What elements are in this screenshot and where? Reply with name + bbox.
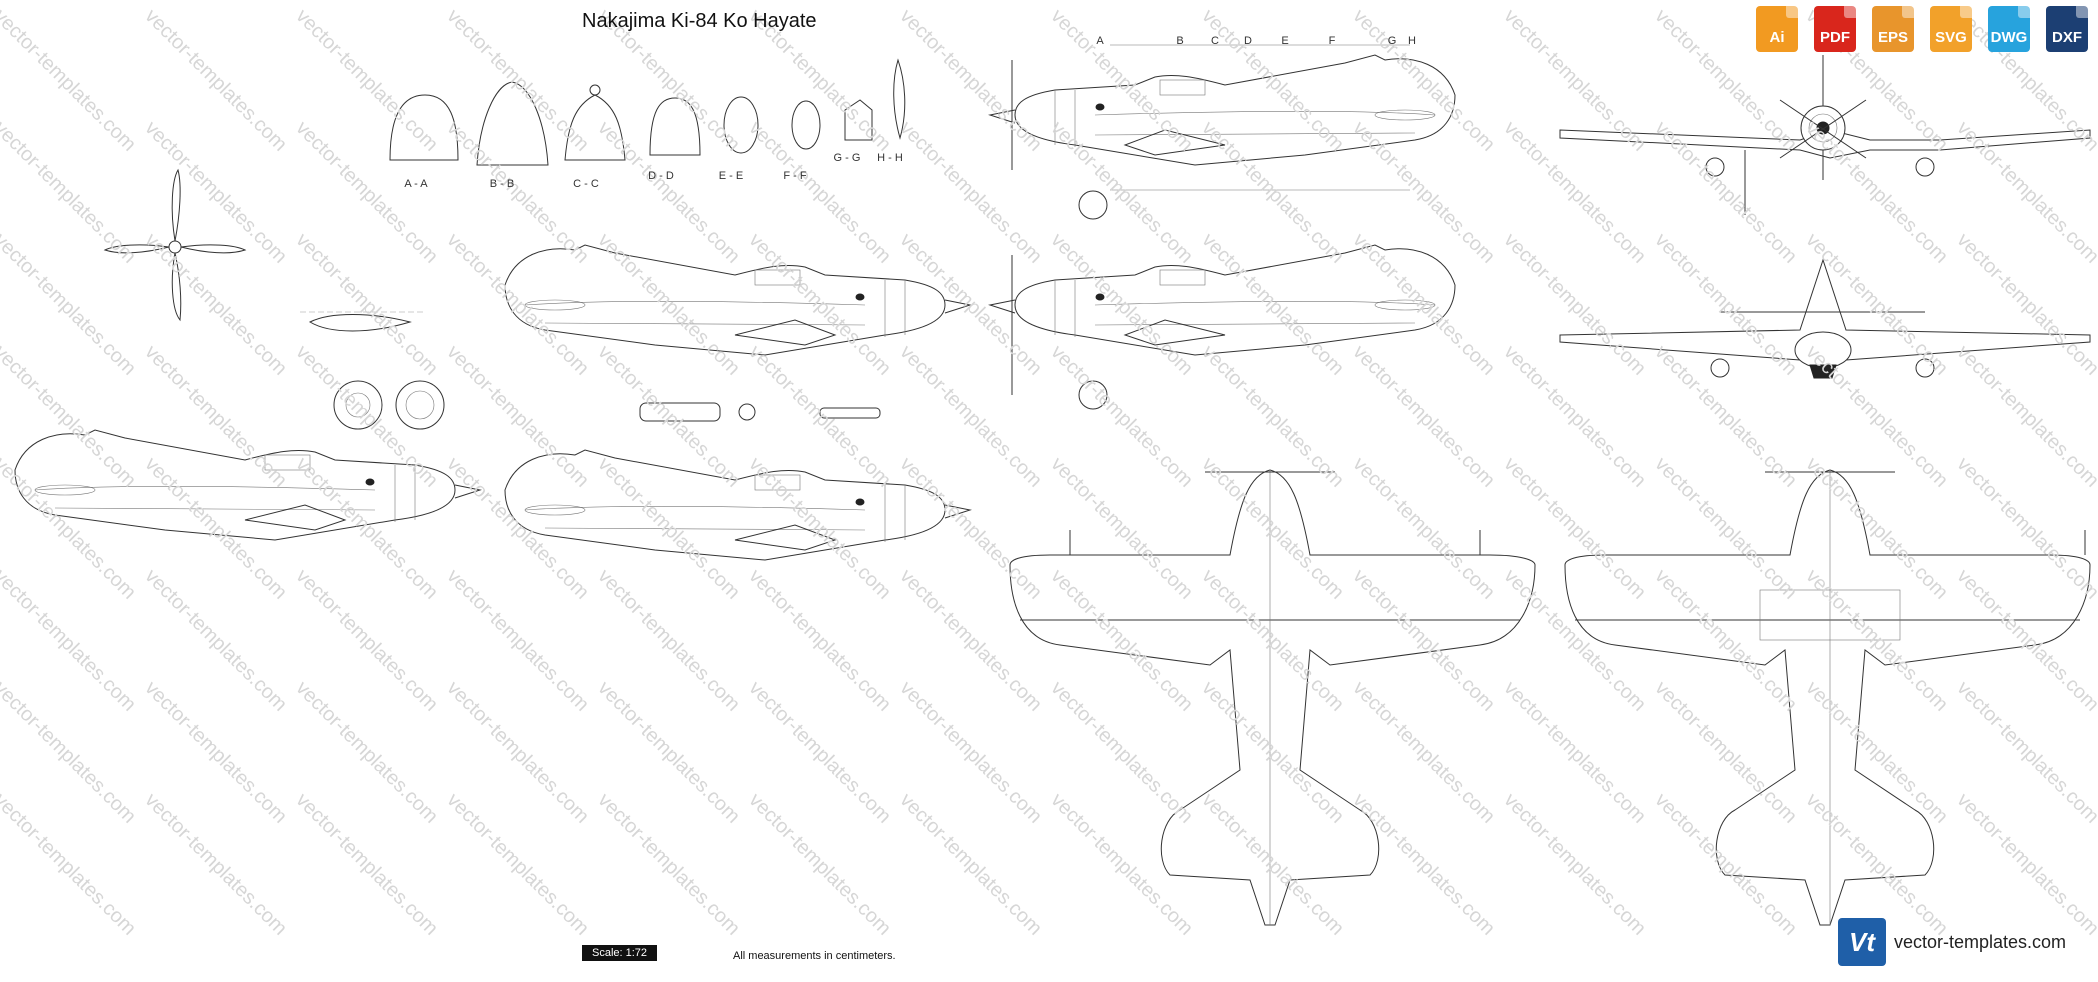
- section-e: [723, 96, 759, 154]
- station-letter: G: [1387, 35, 1397, 47]
- section-label: D - D: [648, 170, 674, 182]
- side-view-left-upper: [990, 55, 1455, 165]
- side-view-right-lower-left: [14, 429, 481, 541]
- station-letter: E: [1281, 35, 1289, 47]
- brand-logo-icon: Vt: [1838, 918, 1886, 966]
- brand-name: vector-templates.com: [1894, 931, 2067, 952]
- format-eps-button[interactable]: EPS: [1872, 6, 1914, 52]
- station-letter: H: [1408, 35, 1416, 47]
- format-dxf-button[interactable]: DXF: [2046, 6, 2088, 52]
- station-letter: F: [1328, 35, 1336, 47]
- format-svg-button[interactable]: SVG: [1930, 6, 1972, 52]
- format-ai-button[interactable]: Ai: [1756, 6, 1798, 52]
- small-details: [300, 311, 881, 430]
- format-dwg-button[interactable]: DWG: [1988, 6, 2030, 52]
- section-label: G - G: [833, 152, 861, 164]
- station-letter: D: [1244, 35, 1252, 47]
- section-label: E - E: [718, 170, 744, 182]
- section-c: [564, 94, 626, 161]
- section-d: [649, 97, 701, 156]
- side-view-right-lower-mid: [504, 449, 971, 561]
- bottom-view: [1564, 469, 2091, 926]
- side-view-left-lower: [990, 245, 1455, 355]
- section-a: [389, 94, 459, 161]
- section-h: [893, 58, 906, 140]
- front-views: [1559, 55, 2091, 379]
- station-letter: C: [1211, 35, 1219, 47]
- section-label: B - B: [489, 178, 515, 190]
- propeller-front: [103, 168, 247, 322]
- station-letter: B: [1176, 35, 1184, 47]
- section-g: [844, 99, 873, 141]
- page-title: Nakajima Ki-84 Ko Hayate: [582, 10, 817, 32]
- brand[interactable]: Vt vector-templates.com: [1838, 918, 2066, 966]
- section-label: F - F: [783, 170, 807, 182]
- scale-label: Scale: 1:72: [582, 945, 658, 961]
- section-b: [476, 81, 549, 166]
- measurement-note: All measurements in centimeters.: [733, 950, 896, 962]
- format-pdf-button[interactable]: PDF: [1814, 6, 1856, 52]
- section-label: H - H: [877, 152, 903, 164]
- cross-sections: [389, 58, 906, 166]
- side-view-right-upper: [504, 244, 971, 356]
- station-markers: [1110, 44, 1410, 191]
- top-view: [1009, 469, 1536, 926]
- section-label: C - C: [573, 178, 599, 190]
- side-views: [14, 55, 1455, 561]
- station-letter: A: [1096, 35, 1104, 47]
- section-label: A - A: [404, 178, 428, 190]
- section-f: [791, 100, 821, 150]
